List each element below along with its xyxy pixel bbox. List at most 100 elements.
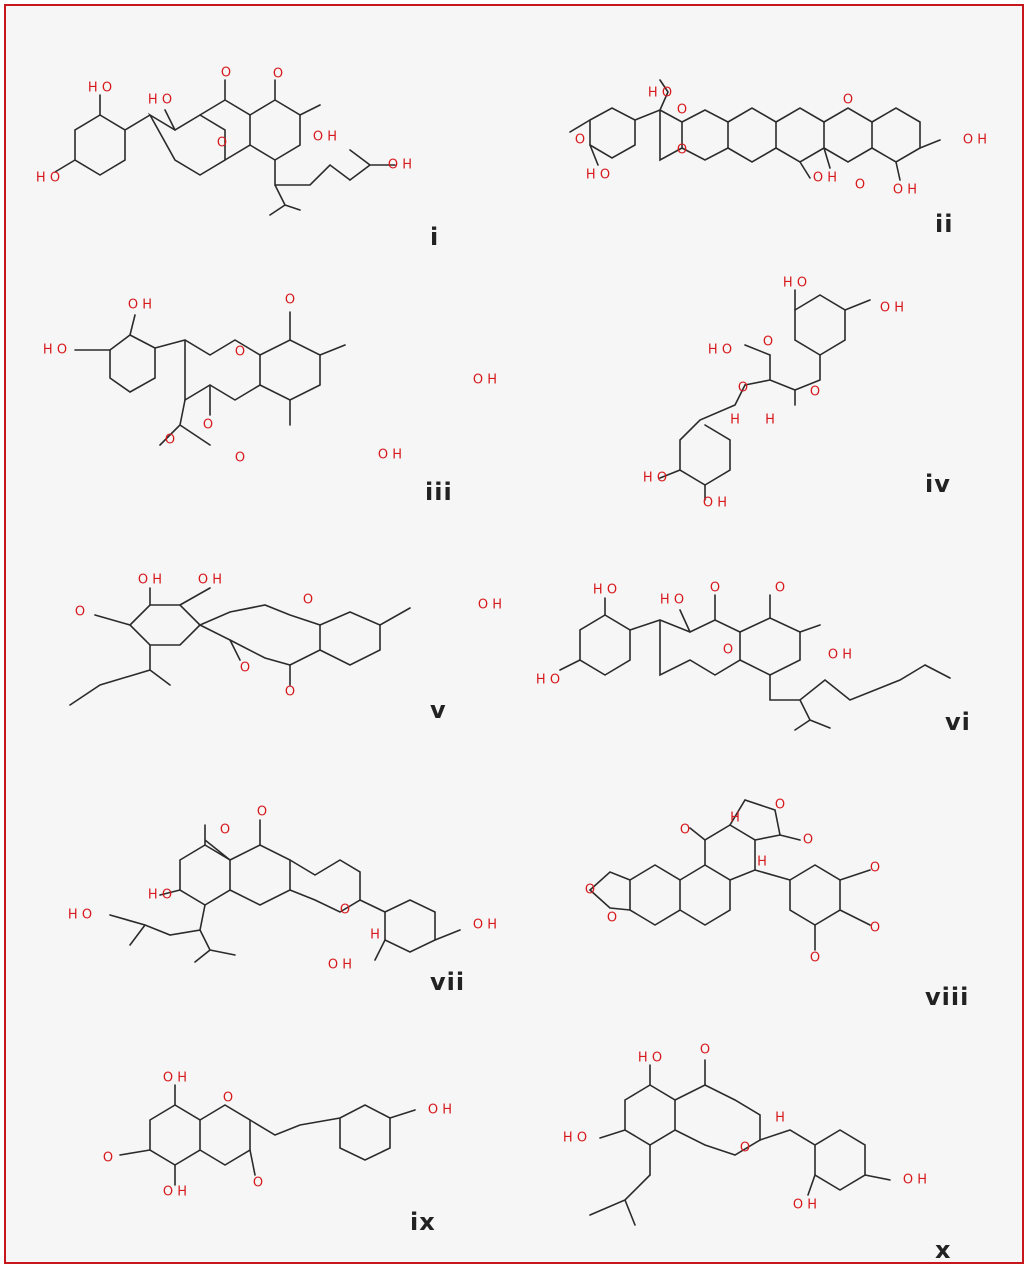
svg-text:O: O [257, 805, 267, 820]
svg-text:H: H [730, 413, 740, 428]
svg-text:O: O [740, 1141, 750, 1156]
svg-text:O: O [223, 1091, 233, 1106]
svg-text:O: O [217, 136, 227, 151]
label-ii: ii [935, 210, 953, 238]
svg-text:O: O [870, 861, 880, 876]
label-vi: vi [945, 708, 971, 736]
label-v: v [430, 696, 447, 724]
svg-text:O H: O H [880, 301, 904, 316]
structure-x: H O O H O O H O H O H [563, 1043, 927, 1226]
svg-text:H O: H O [660, 593, 684, 608]
structure-viii: O O O H H O O O O O [585, 798, 880, 966]
structure-v: O H O H O O O O O H [69, 573, 502, 706]
label-i: i [430, 223, 439, 251]
svg-text:H O: H O [43, 343, 67, 358]
svg-text:H O: H O [708, 343, 732, 358]
label-iii: iii [425, 478, 453, 506]
svg-text:O H: O H [793, 1198, 817, 1213]
svg-text:H O: H O [88, 81, 112, 96]
svg-text:O: O [235, 345, 245, 360]
svg-text:O H: O H [473, 373, 497, 388]
svg-text:O: O [303, 593, 313, 608]
svg-text:O H: O H [138, 573, 162, 588]
svg-text:H: H [765, 413, 775, 428]
svg-text:O H: O H [473, 918, 497, 933]
svg-text:O H: O H [328, 958, 352, 973]
structure-iii: O H H O O O O O O H O H O [43, 293, 497, 466]
svg-text:O: O [203, 418, 213, 433]
svg-text:O: O [763, 335, 773, 350]
svg-text:H O: H O [563, 1131, 587, 1146]
svg-text:O H: O H [893, 183, 917, 198]
svg-text:O: O [723, 643, 733, 658]
svg-text:O: O [103, 1151, 113, 1166]
label-viii: viii [925, 983, 969, 1011]
svg-text:O: O [575, 133, 585, 148]
svg-text:H O: H O [648, 86, 672, 101]
svg-text:O H: O H [703, 496, 727, 511]
svg-text:O H: O H [313, 130, 337, 145]
svg-text:O H: O H [963, 133, 987, 148]
svg-text:O H: O H [903, 1173, 927, 1188]
svg-text:H O: H O [148, 888, 172, 903]
svg-text:O: O [240, 661, 250, 676]
svg-text:H O: H O [536, 673, 560, 688]
svg-text:H: H [730, 811, 740, 826]
svg-text:O H: O H [163, 1185, 187, 1200]
structure-vi: O O H O H O H O O O H [536, 581, 951, 731]
svg-text:O: O [220, 823, 230, 838]
structure-i: O O H O H O H O O O H O H [36, 66, 412, 216]
svg-text:H O: H O [643, 471, 667, 486]
structure-ii: H O O H O O O O O H O O H O H [569, 79, 987, 198]
svg-text:O: O [870, 921, 880, 936]
figure-frame [4, 4, 1024, 1264]
svg-text:O: O [607, 911, 617, 926]
svg-text:O H: O H [428, 1103, 452, 1118]
svg-text:O H: O H [813, 171, 837, 186]
svg-text:O: O [775, 798, 785, 813]
svg-text:H O: H O [36, 171, 60, 186]
svg-text:H: H [370, 928, 380, 943]
svg-text:H O: H O [148, 93, 172, 108]
svg-text:O: O [165, 433, 175, 448]
svg-text:H: H [757, 855, 767, 870]
svg-text:H O: H O [783, 276, 807, 291]
label-vii: vii [430, 968, 465, 996]
svg-text:O: O [700, 1043, 710, 1058]
svg-text:O H: O H [163, 1071, 187, 1086]
svg-text:O: O [810, 385, 820, 400]
svg-text:O H: O H [198, 573, 222, 588]
svg-text:O: O [285, 685, 295, 700]
svg-text:O: O [803, 833, 813, 848]
svg-text:H O: H O [638, 1051, 662, 1066]
svg-text:O H: O H [478, 598, 502, 613]
svg-text:H: H [775, 1111, 785, 1126]
svg-text:O: O [843, 93, 853, 108]
svg-text:O: O [285, 293, 295, 308]
structure-ix: O H O O H O O O H [103, 1071, 452, 1200]
svg-text:O: O [585, 883, 595, 898]
svg-text:O: O [677, 143, 687, 158]
svg-text:O: O [775, 581, 785, 596]
structure-iv: H O O H H O O O O H H H O O H [643, 276, 904, 511]
svg-text:H O: H O [586, 168, 610, 183]
svg-text:O: O [273, 67, 283, 82]
svg-text:O: O [235, 451, 245, 466]
label-x: x [935, 1236, 951, 1264]
svg-text:O H: O H [828, 648, 852, 663]
svg-text:O H: O H [128, 298, 152, 313]
svg-text:O H: O H [388, 158, 412, 173]
svg-text:O: O [253, 1176, 263, 1191]
label-iv: iv [925, 470, 951, 498]
svg-text:O: O [221, 66, 231, 81]
svg-text:O: O [680, 823, 690, 838]
svg-text:O: O [855, 178, 865, 193]
label-ix: ix [410, 1208, 436, 1236]
svg-text:O: O [710, 581, 720, 596]
svg-text:O: O [75, 605, 85, 620]
svg-text:O: O [738, 381, 748, 396]
svg-text:O H: O H [378, 448, 402, 463]
svg-text:H O: H O [593, 583, 617, 598]
svg-text:O: O [677, 103, 687, 118]
